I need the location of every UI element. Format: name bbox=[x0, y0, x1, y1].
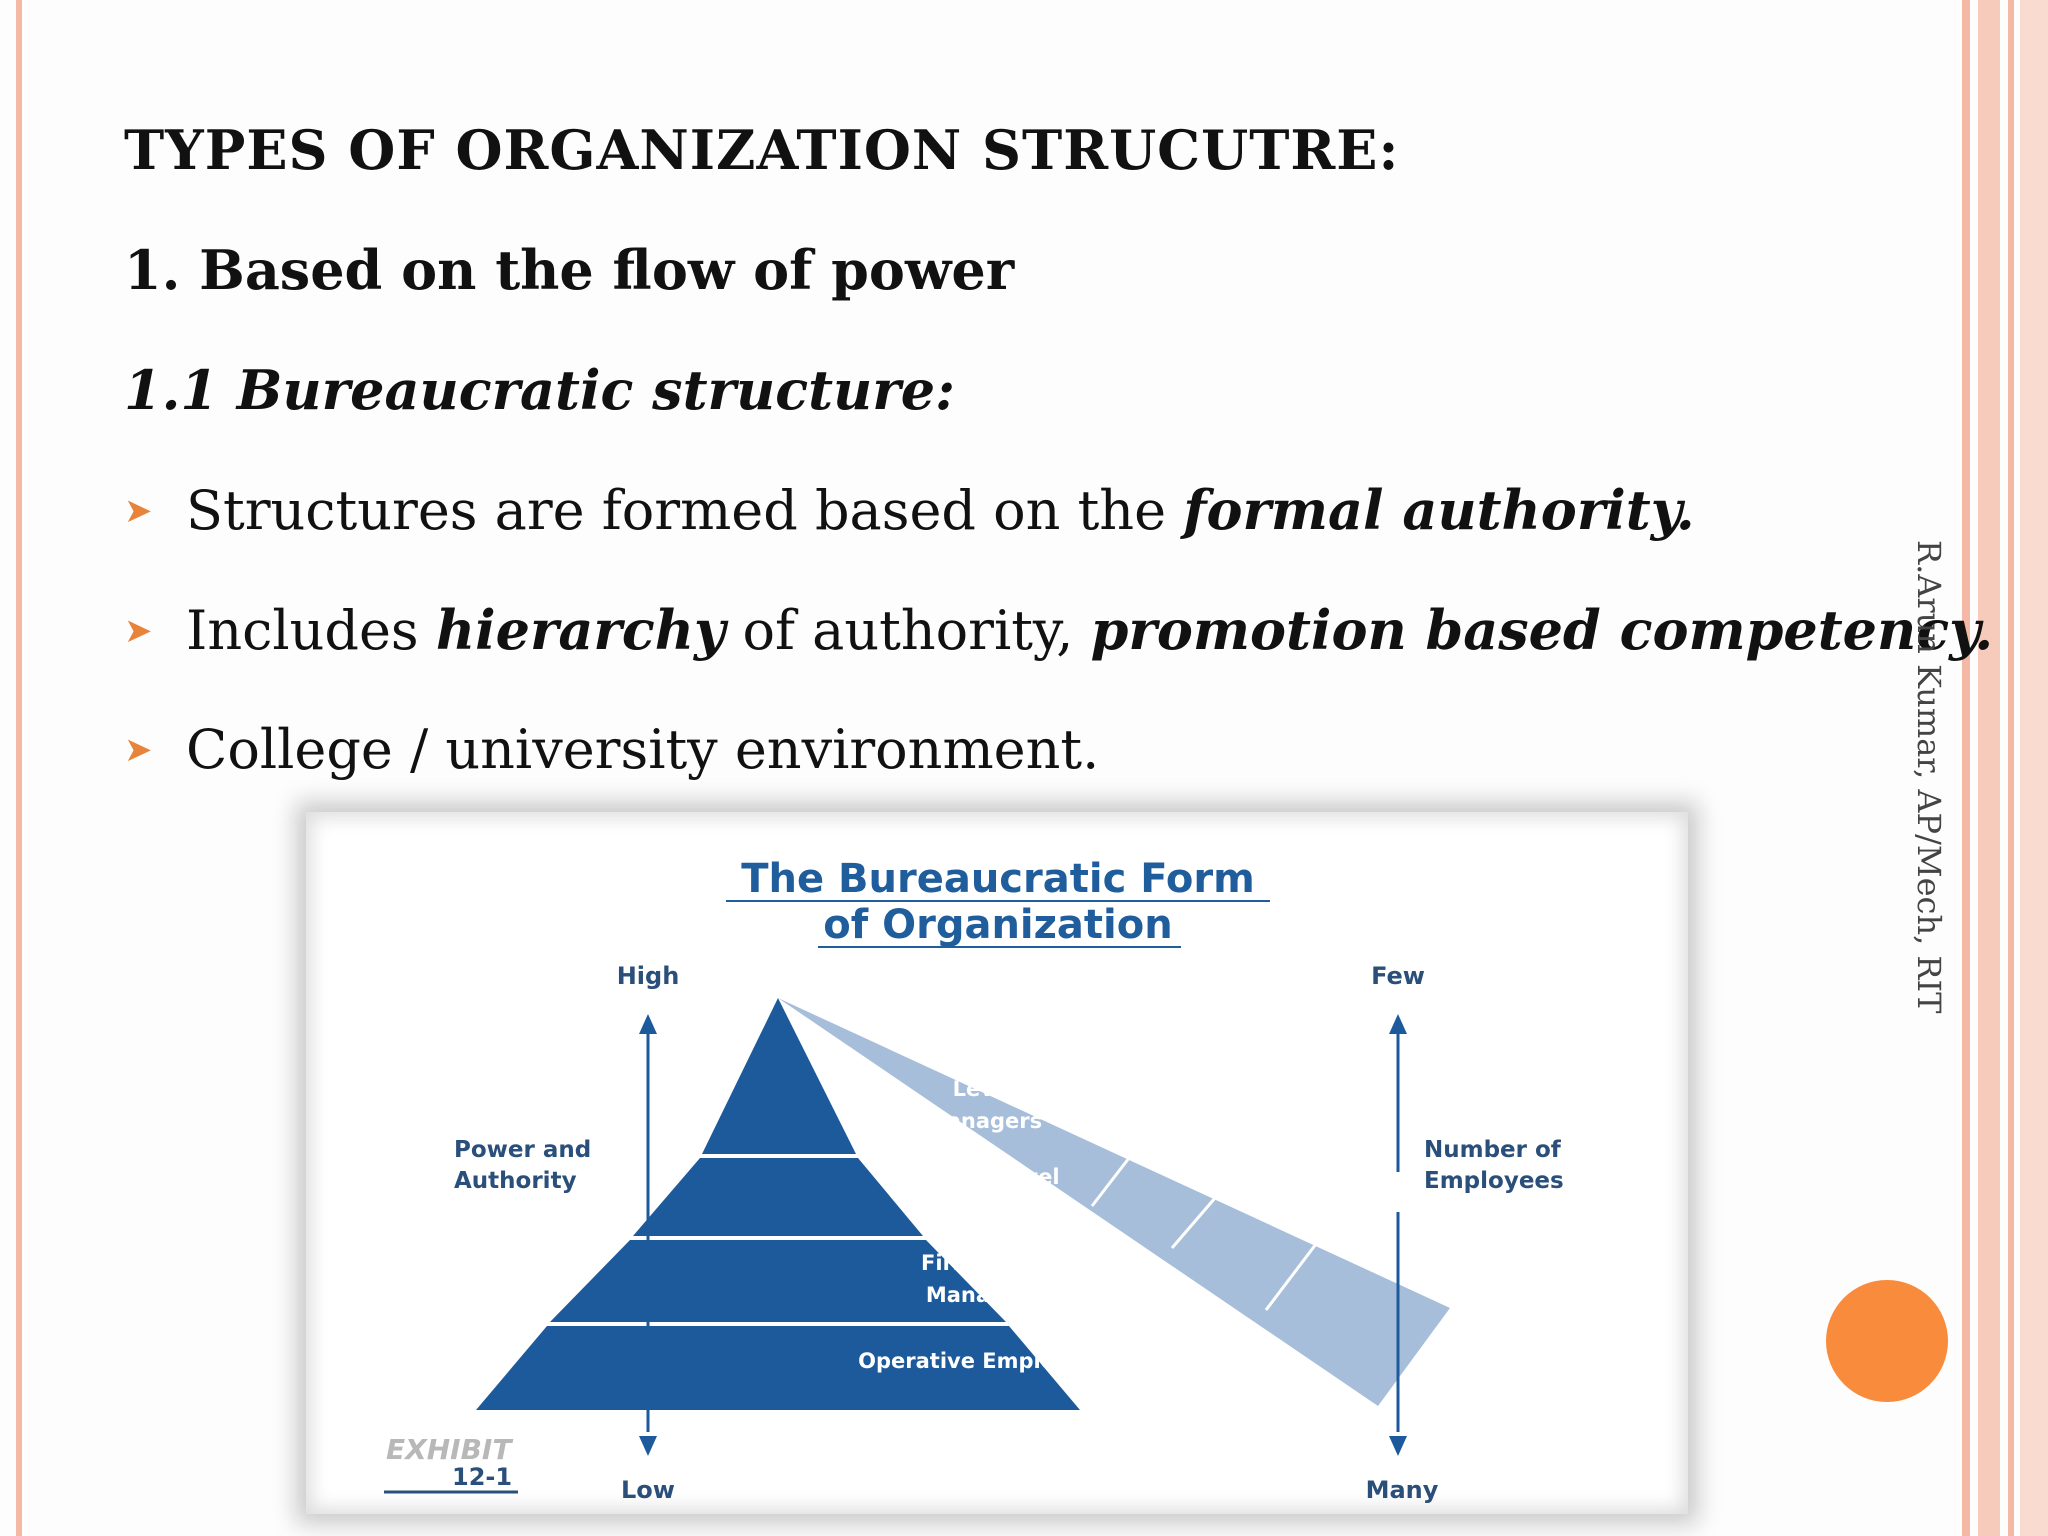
triangle-bullet-icon: ➤ bbox=[124, 730, 153, 770]
triangle-bullet-icon: ➤ bbox=[124, 611, 153, 651]
bullet-text: Includes bbox=[186, 599, 436, 662]
bullet-emphasis: formal authority. bbox=[1183, 478, 1695, 542]
left-border-stripe bbox=[16, 0, 22, 1536]
right-axis-label: Number of bbox=[1424, 1137, 1562, 1163]
pyramid-side-face bbox=[778, 998, 1450, 1406]
arrow-up-icon bbox=[1389, 1014, 1407, 1034]
left-axis-label: Power and bbox=[454, 1137, 591, 1163]
axis-label-low: Low bbox=[621, 1476, 675, 1504]
bullet-emphasis: hierarchy bbox=[435, 598, 726, 662]
right-border-stripe bbox=[2020, 0, 2048, 1536]
bullet-text: of authority, bbox=[725, 599, 1091, 662]
level-label-middle: Managers bbox=[926, 1197, 1042, 1221]
level-label-first: First-Level bbox=[921, 1251, 1047, 1275]
bullet-text: College / university environment. bbox=[186, 718, 1100, 781]
arrow-down-icon bbox=[639, 1436, 657, 1456]
exhibit-title: of Organization bbox=[823, 902, 1172, 948]
right-border-stripe bbox=[1962, 0, 1970, 1536]
right-border-stripe bbox=[1978, 0, 2000, 1536]
arrow-down-icon bbox=[1389, 1436, 1407, 1456]
decorative-circle bbox=[1826, 1280, 1948, 1402]
axis-label-many: Many bbox=[1366, 1476, 1439, 1504]
pyramid-level-middle bbox=[633, 1158, 923, 1236]
bullet-item: ➤ Includes hierarchy of authority, promot… bbox=[124, 598, 1993, 662]
pyramid-side-divider bbox=[1264, 1243, 1318, 1311]
bureaucracy-pyramid-diagram: The Bureaucratic Form of Organization Hi… bbox=[384, 856, 1564, 1504]
pyramid-level-operative bbox=[476, 1326, 1080, 1410]
slide-title: TYPES OF ORGANIZATION STRUCUTRE: bbox=[124, 118, 1400, 182]
right-axis-label: Employees bbox=[1424, 1168, 1564, 1194]
exhibit-title: The Bureaucratic Form bbox=[741, 856, 1255, 902]
section-heading: 1. Based on the flow of power bbox=[124, 238, 1015, 302]
pyramid-level-top bbox=[702, 998, 856, 1154]
right-border-stripe bbox=[2008, 0, 2014, 1536]
pyramid-level-first bbox=[550, 1240, 1006, 1322]
pyramid-side-divider bbox=[1170, 1197, 1217, 1249]
bullet-text: Structures are formed based on the bbox=[186, 479, 1184, 542]
subsection-heading: 1.1 Bureaucratic structure: bbox=[124, 358, 956, 422]
level-label-top: Managers bbox=[926, 1109, 1042, 1133]
triangle-bullet-icon: ➤ bbox=[124, 491, 153, 531]
arrow-up-icon bbox=[639, 1014, 657, 1034]
level-label-middle: Middle-Level bbox=[908, 1165, 1059, 1189]
exhibit-image-frame: The Bureaucratic Form of Organization Hi… bbox=[306, 812, 1688, 1514]
exhibit-badge-number: 12-1 bbox=[452, 1463, 512, 1491]
bullet-item: ➤ Structures are formed based on the form… bbox=[124, 478, 1695, 542]
axis-label-few: Few bbox=[1371, 962, 1425, 990]
left-axis-label: Authority bbox=[454, 1168, 577, 1194]
bullet-item: ➤ College / university environment. bbox=[124, 718, 1099, 781]
level-label-operative: Operative Employees bbox=[858, 1349, 1110, 1373]
level-label-top: Level bbox=[953, 1077, 1016, 1101]
axis-label-high: High bbox=[617, 962, 680, 990]
author-credit: R.Arun Kumar, AP/Mech, RIT bbox=[1910, 540, 1948, 1014]
bullet-emphasis: promotion based competency. bbox=[1090, 598, 1994, 662]
level-label-top: Top- bbox=[959, 1045, 1009, 1069]
level-label-first: Managers bbox=[926, 1283, 1042, 1307]
pyramid-side-divider bbox=[1090, 1157, 1131, 1207]
exhibit-badge-label: EXHIBIT bbox=[386, 1433, 513, 1466]
